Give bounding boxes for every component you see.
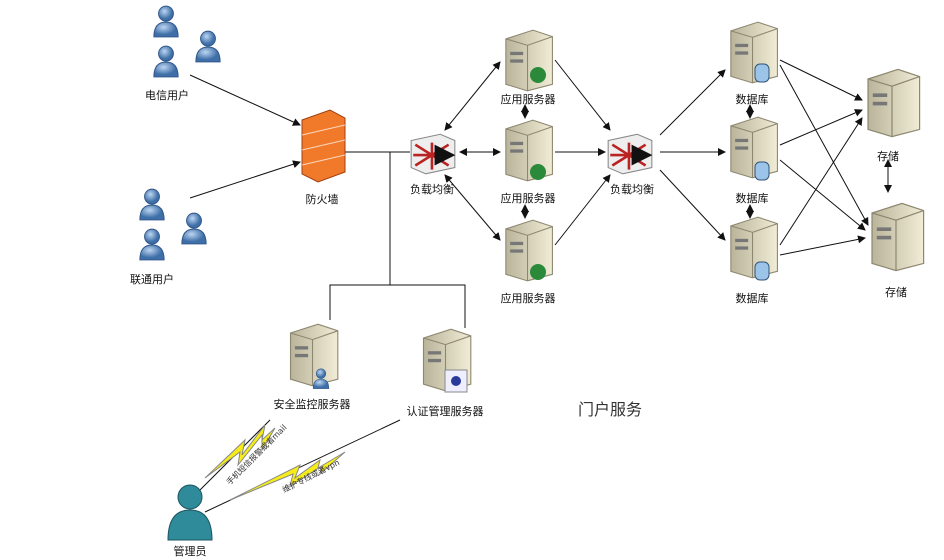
firewall-label: 防火墙	[305, 193, 339, 206]
app-server-label: 应用服务器	[500, 192, 556, 205]
database-icon	[730, 21, 778, 281]
storage-label: 存储	[885, 286, 907, 299]
server-icon	[289, 323, 339, 387]
certificate-seal-icon	[451, 376, 461, 386]
storage-label: 存储	[877, 150, 899, 163]
database-label: 数据库	[735, 192, 769, 205]
section-title: 门户服务	[577, 400, 643, 419]
user-icon	[139, 188, 207, 261]
load-balancer-icon	[411, 134, 455, 174]
database-label: 数据库	[735, 93, 769, 106]
auth-server-label: 认证管理服务器	[406, 405, 484, 418]
security-monitor-label: 安全监控服务器	[273, 398, 351, 411]
server-icon	[505, 29, 553, 282]
app-server-label: 应用服务器	[500, 292, 556, 305]
unicom-users-label: 联通用户	[130, 273, 174, 286]
firewall-icon	[301, 109, 346, 183]
database-label: 数据库	[735, 292, 769, 305]
app-server-label: 应用服务器	[500, 93, 556, 106]
lightning-icon	[229, 451, 346, 501]
admin-label: 管理员	[173, 545, 207, 558]
admin-icon	[167, 484, 213, 541]
lightning-icon	[204, 424, 276, 479]
storage-icon	[867, 68, 925, 272]
telecom-users-label: 电信用户	[145, 89, 189, 102]
load-balancer-label: 负载均衡	[410, 183, 454, 196]
load-balancer-label: 负载均衡	[610, 183, 654, 196]
user-icon	[153, 5, 221, 78]
load-balancer-icon	[608, 134, 652, 174]
